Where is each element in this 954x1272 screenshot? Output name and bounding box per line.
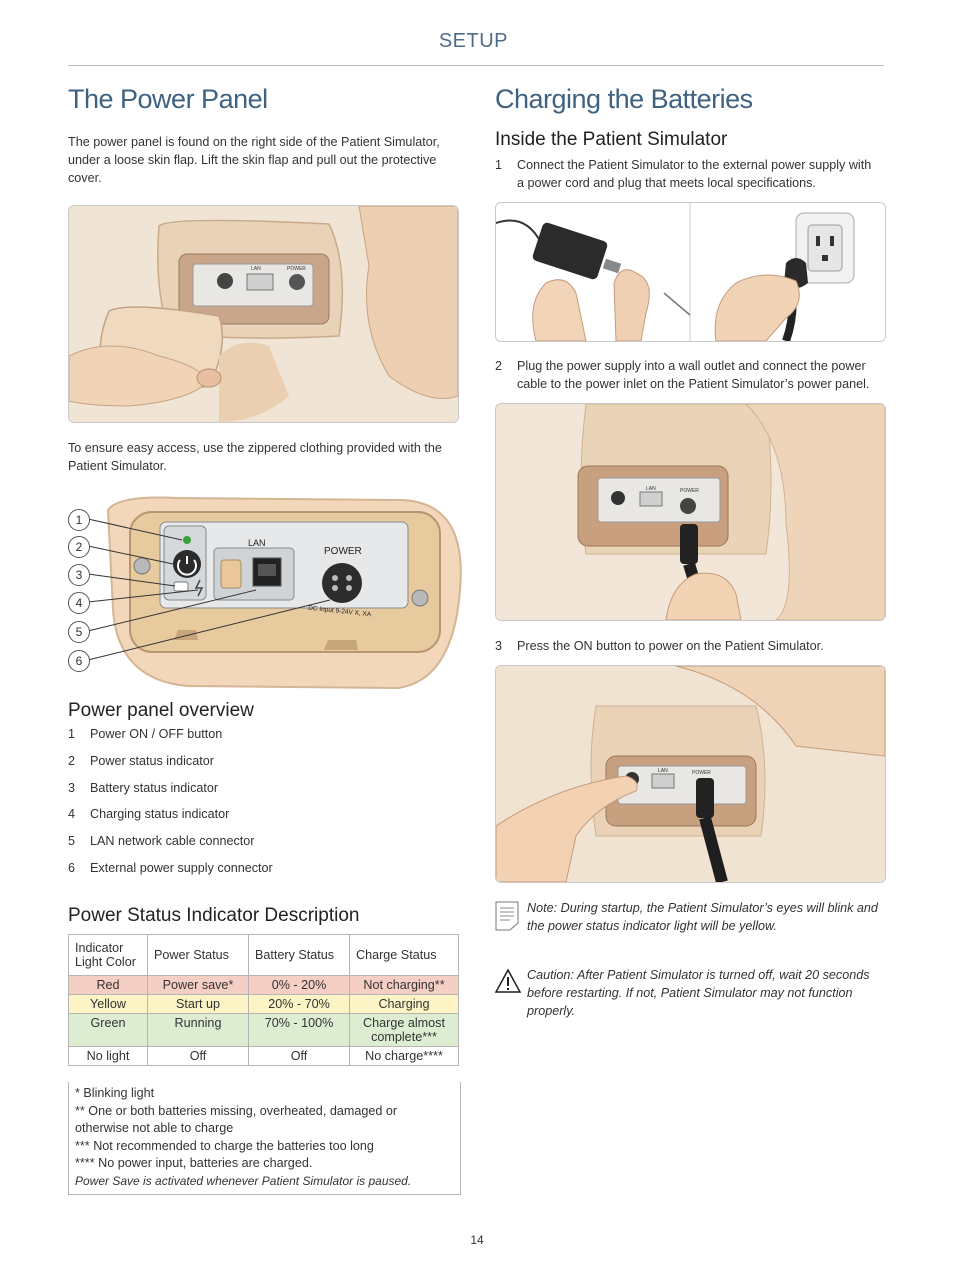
- step-2: 2 Plug the power supply into a wall outl…: [495, 359, 870, 391]
- footnote: ** One or both batteries missing, overhe…: [75, 1103, 398, 1136]
- footnote: **** No power input, batteries are charg…: [75, 1156, 313, 1171]
- svg-text:POWER: POWER: [287, 266, 306, 272]
- cell-battery: 70% - 100%: [248, 1013, 350, 1047]
- callout-1: 1: [68, 509, 90, 531]
- indicator-table: Indicator Light Color Power Status Batte…: [68, 934, 459, 1066]
- cell-charge: Charging: [349, 994, 459, 1014]
- footnote-italic: Power Save is activated whenever Patient…: [75, 1173, 412, 1188]
- table-row: Red Power save* 0% - 20% Not charging**: [68, 975, 459, 995]
- connect-cable-illustration: LAN POWER: [495, 403, 886, 621]
- cell-power: Off: [147, 1046, 249, 1066]
- svg-text:LAN: LAN: [251, 266, 261, 272]
- callout-4: 4: [68, 592, 90, 614]
- power-supply-illustration: [495, 202, 886, 342]
- charging-title: Charging the Batteries: [495, 84, 753, 114]
- svg-text:LAN: LAN: [658, 768, 668, 774]
- table-row: Green Running 70% - 100% Charge almost c…: [68, 1013, 459, 1047]
- lan-label: LAN: [248, 538, 266, 548]
- inside-subtitle: Inside the Patient Simulator: [495, 129, 728, 150]
- callout-2: 2: [68, 536, 90, 558]
- svg-text:POWER: POWER: [680, 488, 699, 494]
- footnote: * Blinking light: [75, 1086, 155, 1100]
- cell-battery: Off: [248, 1046, 350, 1066]
- header-power-status: Power Status: [147, 934, 249, 976]
- caution-icon: [494, 968, 522, 994]
- page-number: 14: [470, 1233, 484, 1247]
- cell-power: Start up: [147, 994, 249, 1014]
- caution-text: Caution: After Patient Simulator is turn…: [527, 968, 870, 1018]
- step-1: 1 Connect the Patient Simulator to the e…: [495, 158, 872, 190]
- table-row: Yellow Start up 20% - 70% Charging: [68, 994, 459, 1014]
- power-panel-title: The Power Panel: [68, 84, 268, 114]
- callout-5: 5: [68, 621, 90, 643]
- cell-charge: Charge almost complete***: [349, 1013, 459, 1047]
- cell-color: Yellow: [68, 994, 148, 1014]
- section-label: SETUP: [438, 30, 508, 52]
- footnote: *** Not recommended to charge the batter…: [75, 1138, 374, 1153]
- callout-3: 3: [68, 564, 90, 586]
- indicator-title: Power Status Indicator Description: [68, 905, 360, 926]
- header-charge-status: Charge Status: [349, 934, 459, 976]
- svg-text:POWER: POWER: [692, 770, 711, 776]
- power-label: POWER: [324, 546, 362, 557]
- startup-note: Note: During startup, the Patient Simula…: [527, 901, 878, 933]
- callout-6: 6: [68, 650, 90, 672]
- cell-battery: 0% - 20%: [248, 975, 350, 995]
- skin-flap-illustration: LAN POWER: [68, 205, 459, 423]
- cell-power: Running: [147, 1013, 249, 1047]
- table-header-row: Indicator Light Color Power Status Batte…: [68, 934, 459, 976]
- cell-color: No light: [68, 1046, 148, 1066]
- power-panel-intro: The power panel is found on the right si…: [68, 135, 440, 185]
- cell-battery: 20% - 70%: [248, 994, 350, 1014]
- cell-power: Power save*: [147, 975, 249, 995]
- table-row: No light Off Off No charge****: [68, 1046, 459, 1066]
- header-battery-status: Battery Status: [248, 934, 350, 976]
- header-indicator: Indicator Light Color: [68, 934, 148, 976]
- cell-color: Green: [68, 1013, 148, 1047]
- overview-title: Power panel overview: [68, 700, 254, 721]
- svg-text:LAN: LAN: [646, 486, 656, 492]
- cell-charge: Not charging**: [349, 975, 459, 995]
- step-3: 3 Press the ON button to power on the Pa…: [495, 639, 824, 653]
- power-panel-diagram: LAN POWER DC Input 9-24V X, XA: [68, 490, 468, 690]
- access-text: To ensure easy access, use the zippered …: [68, 441, 442, 473]
- cell-charge: No charge****: [349, 1046, 459, 1066]
- header-rule: [68, 65, 884, 66]
- press-on-illustration: LAN POWER: [495, 665, 886, 883]
- note-icon: [495, 901, 519, 931]
- cell-color: Red: [68, 975, 148, 995]
- table-footnotes: * Blinking light ** One or both batterie…: [68, 1082, 461, 1195]
